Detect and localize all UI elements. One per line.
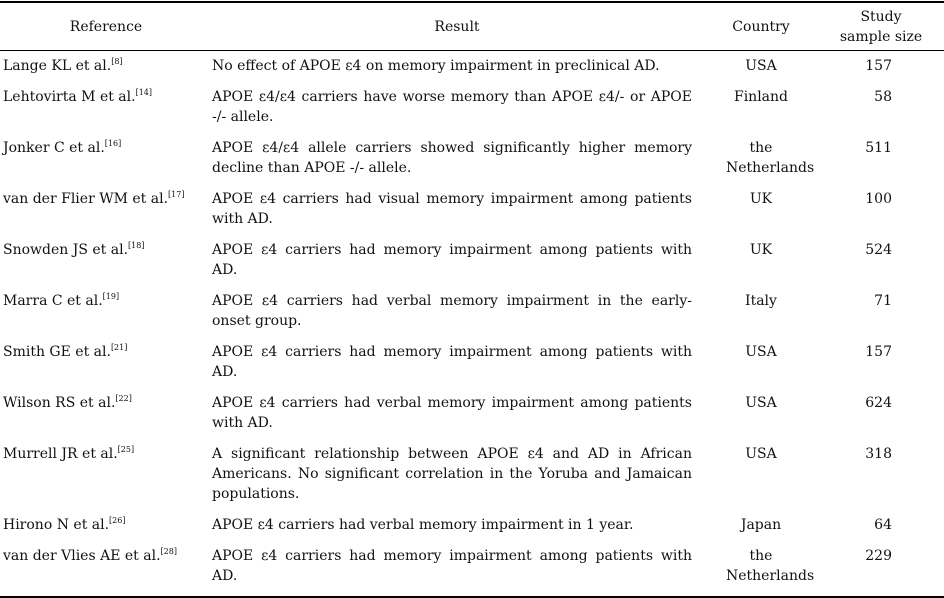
reference-text: Wilson RS et al. bbox=[3, 395, 116, 411]
header-reference: Reference bbox=[69, 18, 143, 35]
country-cell: the Netherlands bbox=[702, 541, 820, 597]
table-row: Lange KL et al.[8]No effect of APOE ε4 o… bbox=[0, 51, 944, 83]
header-row: Reference Result Country Study sample si… bbox=[0, 2, 944, 51]
reference-cell: Smith GE et al.[21] bbox=[0, 337, 212, 388]
reference-cell: van der Vlies AE et al.[28] bbox=[0, 541, 212, 597]
reference-cell: Lange KL et al.[8] bbox=[0, 51, 212, 83]
table-row: Snowden JS et al.[18]APOE ε4 carriers ha… bbox=[0, 235, 944, 286]
sample-size-cell: 524 bbox=[865, 242, 892, 258]
citation: [28] bbox=[160, 547, 177, 556]
reference-text: Lehtovirta M et al. bbox=[3, 89, 136, 105]
result-cell: APOE ε4 carriers had memory impairment a… bbox=[212, 344, 692, 380]
citation: [17] bbox=[168, 190, 185, 199]
reference-text: Murrell JR et al. bbox=[3, 446, 118, 462]
reference-text: Snowden JS et al. bbox=[3, 242, 129, 258]
citation: [14] bbox=[135, 88, 152, 97]
result-cell: APOE ε4/ε4 allele carriers showed signif… bbox=[212, 140, 692, 176]
header-country: Country bbox=[732, 18, 790, 35]
reference-cell: van der Flier WM et al.[17] bbox=[0, 184, 212, 235]
country-cell: UK bbox=[702, 184, 820, 235]
citation: [16] bbox=[104, 139, 122, 148]
sample-size-cell: 318 bbox=[865, 446, 892, 462]
country-cell: UK bbox=[702, 235, 820, 286]
reference-text: Lange KL et al. bbox=[3, 58, 112, 74]
country-cell: USA bbox=[702, 388, 820, 439]
country-text: Japan bbox=[740, 517, 782, 533]
sample-size-cell: 58 bbox=[874, 89, 892, 105]
sample-size-cell: 71 bbox=[874, 293, 892, 309]
reference-text: van der Vlies AE et al. bbox=[3, 548, 161, 564]
result-cell: APOE ε4 carriers had memory impairment a… bbox=[212, 242, 692, 278]
country-text: USA bbox=[745, 58, 777, 74]
country-cell: Italy bbox=[702, 286, 820, 337]
country-text: Italy bbox=[745, 293, 777, 309]
table-row: Hirono N et al.[26]APOE ε4 carriers had … bbox=[0, 510, 944, 541]
country-text: Finland bbox=[733, 89, 788, 105]
table-row: van der Flier WM et al.[17]APOE ε4 carri… bbox=[0, 184, 944, 235]
country-cell: USA bbox=[702, 337, 820, 388]
country-text: the Netherlands bbox=[726, 140, 815, 176]
result-cell: APOE ε4 carriers had verbal memory impai… bbox=[212, 395, 692, 431]
citation: [21] bbox=[110, 343, 128, 352]
sample-size-cell: 64 bbox=[874, 517, 892, 533]
reference-text: Marra C et al. bbox=[3, 293, 103, 309]
reference-text: Smith GE et al. bbox=[3, 344, 111, 360]
country-cell: Japan bbox=[702, 510, 820, 541]
reference-cell: Wilson RS et al.[22] bbox=[0, 388, 212, 439]
citation: [25] bbox=[117, 445, 135, 454]
sample-size-cell: 157 bbox=[865, 344, 892, 360]
sample-size-cell: 624 bbox=[865, 395, 892, 411]
country-text: UK bbox=[749, 242, 773, 258]
result-cell: No effect of APOE ε4 on memory impairmen… bbox=[212, 58, 660, 74]
citation: [22] bbox=[115, 394, 132, 403]
header-result: Result bbox=[434, 18, 480, 35]
table-row: Wilson RS et al.[22]APOE ε4 carriers had… bbox=[0, 388, 944, 439]
reference-text: Jonker C et al. bbox=[3, 140, 105, 156]
result-cell: APOE ε4 carriers had memory impairment a… bbox=[212, 548, 692, 584]
result-cell: APOE ε4 carriers had verbal memory impai… bbox=[212, 293, 692, 329]
table-row: Lehtovirta M et al.[14]APOE ε4/ε4 carrie… bbox=[0, 82, 944, 133]
table-row: van der Vlies AE et al.[28]APOE ε4 carri… bbox=[0, 541, 944, 597]
citation: [19] bbox=[102, 292, 120, 301]
header-sample-size: Study sample size bbox=[839, 8, 923, 45]
result-cell: APOE ε4 carriers had verbal memory impai… bbox=[212, 517, 634, 533]
table-row: Murrell JR et al.[25]A significant relat… bbox=[0, 439, 944, 510]
citation: [8] bbox=[111, 57, 123, 66]
sample-size-cell: 229 bbox=[865, 548, 892, 564]
reference-text: Hirono N et al. bbox=[3, 517, 110, 533]
country-text: USA bbox=[745, 446, 777, 462]
reference-cell: Hirono N et al.[26] bbox=[0, 510, 212, 541]
country-cell: USA bbox=[702, 439, 820, 510]
reference-cell: Marra C et al.[19] bbox=[0, 286, 212, 337]
country-cell: the Netherlands bbox=[702, 133, 820, 184]
reference-text: van der Flier WM et al. bbox=[3, 191, 169, 207]
result-cell: APOE ε4/ε4 carriers have worse memory th… bbox=[212, 89, 692, 125]
country-text: UK bbox=[749, 191, 773, 207]
reference-cell: Snowden JS et al.[18] bbox=[0, 235, 212, 286]
country-cell: Finland bbox=[702, 82, 820, 133]
sample-size-cell: 511 bbox=[865, 140, 892, 156]
citation: [18] bbox=[128, 241, 145, 250]
country-text: USA bbox=[745, 395, 777, 411]
country-text: USA bbox=[745, 344, 777, 360]
reference-cell: Jonker C et al.[16] bbox=[0, 133, 212, 184]
table-row: Smith GE et al.[21]APOE ε4 carriers had … bbox=[0, 337, 944, 388]
sample-size-cell: 157 bbox=[865, 58, 892, 74]
country-text: the Netherlands bbox=[726, 548, 815, 584]
result-cell: APOE ε4 carriers had visual memory impai… bbox=[212, 191, 692, 227]
reference-cell: Lehtovirta M et al.[14] bbox=[0, 82, 212, 133]
reference-cell: Murrell JR et al.[25] bbox=[0, 439, 212, 510]
citation: [26] bbox=[109, 516, 126, 525]
table-row: Marra C et al.[19]APOE ε4 carriers had v… bbox=[0, 286, 944, 337]
sample-size-cell: 100 bbox=[865, 191, 892, 207]
country-cell: USA bbox=[702, 51, 820, 83]
table-row: Jonker C et al.[16]APOE ε4/ε4 allele car… bbox=[0, 133, 944, 184]
result-cell: A significant relationship between APOE … bbox=[212, 446, 692, 502]
